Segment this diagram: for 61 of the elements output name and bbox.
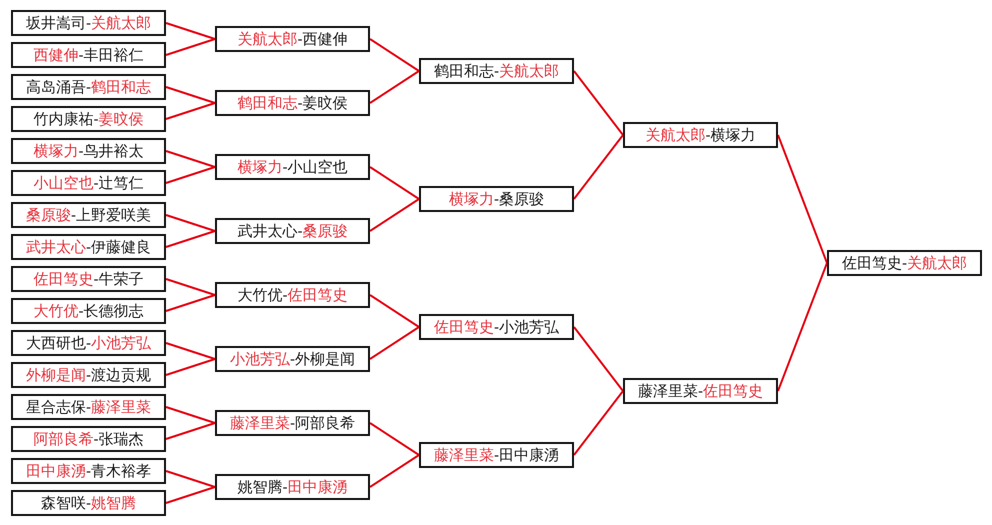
bracket-line	[369, 70, 420, 104]
match-box: 小池芳弘-外柳是闻	[215, 346, 370, 372]
bracket-line	[166, 102, 216, 120]
match-box: 武井太心-伊藤健良	[11, 234, 166, 260]
match-box: 鹤田和志-姜旼侯	[215, 90, 370, 116]
match-box: 大竹优-长德彻志	[11, 298, 166, 324]
match-box: 横塚力-桑原骏	[419, 186, 574, 212]
match-box: 藤泽里菜-田中康湧	[419, 442, 574, 468]
match-box: 小山空也-辻笃仁	[11, 170, 166, 196]
match-box: 关航太郎-西健伸	[215, 26, 370, 52]
match-box: 武井太心-桑原骏	[215, 218, 370, 244]
match-box: 大竹优-佐田笃史	[215, 282, 370, 308]
match-box: 高岛涌吾-鹤田和志	[11, 74, 166, 100]
bracket-line	[166, 38, 216, 56]
bracket-line	[573, 326, 624, 392]
match-box: 佐田笃史-牛荣子	[11, 266, 166, 292]
bracket-line	[166, 422, 216, 440]
bracket-line	[166, 230, 216, 248]
bracket-line	[777, 262, 828, 392]
match-box: 横塚力-鸟井裕太	[11, 138, 166, 164]
bracket-line	[777, 134, 828, 264]
bracket-line	[166, 22, 216, 40]
bracket-line	[369, 38, 420, 72]
bracket-line	[369, 294, 420, 328]
bracket-line	[166, 358, 216, 376]
match-box: 佐田笃史-关航太郎	[827, 250, 982, 276]
bracket-line	[166, 278, 216, 296]
bracket-line	[369, 166, 420, 200]
bracket-line	[573, 134, 624, 200]
match-box: 田中康湧-青木裕孝	[11, 458, 166, 484]
match-box: 西健伸-丰田裕仁	[11, 42, 166, 68]
bracket-line	[369, 422, 420, 456]
match-box: 关航太郎-横塚力	[623, 122, 778, 148]
match-box: 藤泽里菜-佐田笃史	[623, 378, 778, 404]
bracket-line	[166, 406, 216, 424]
bracket-line	[166, 214, 216, 232]
match-box: 佐田笃史-小池芳弘	[419, 314, 574, 340]
bracket-line	[369, 198, 420, 232]
match-box: 大西研也-小池芳弘	[11, 330, 166, 356]
match-box: 姚智腾-田中康湧	[215, 474, 370, 500]
match-box: 鹤田和志-关航太郎	[419, 58, 574, 84]
bracket-line	[573, 70, 624, 136]
bracket-line	[166, 294, 216, 312]
bracket-line	[369, 326, 420, 360]
bracket-line	[166, 166, 216, 184]
bracket-line	[166, 486, 216, 504]
match-box: 横塚力-小山空也	[215, 154, 370, 180]
match-box: 外柳是闻-渡边贡规	[11, 362, 166, 388]
match-box: 阿部良希-张瑞杰	[11, 426, 166, 452]
bracket-line	[369, 454, 420, 488]
match-box: 森智咲-姚智腾	[11, 490, 166, 516]
match-box: 桑原骏-上野爱咲美	[11, 202, 166, 228]
bracket-line	[573, 390, 624, 456]
bracket-line	[166, 150, 216, 168]
match-box: 坂井嵩司-关航太郎	[11, 10, 166, 36]
bracket-line	[166, 470, 216, 488]
match-box: 藤泽里菜-阿部良希	[215, 410, 370, 436]
match-box: 星合志保-藤泽里菜	[11, 394, 166, 420]
bracket-line	[166, 86, 216, 104]
bracket-line	[166, 342, 216, 360]
match-box: 竹内康祐-姜旼侯	[11, 106, 166, 132]
